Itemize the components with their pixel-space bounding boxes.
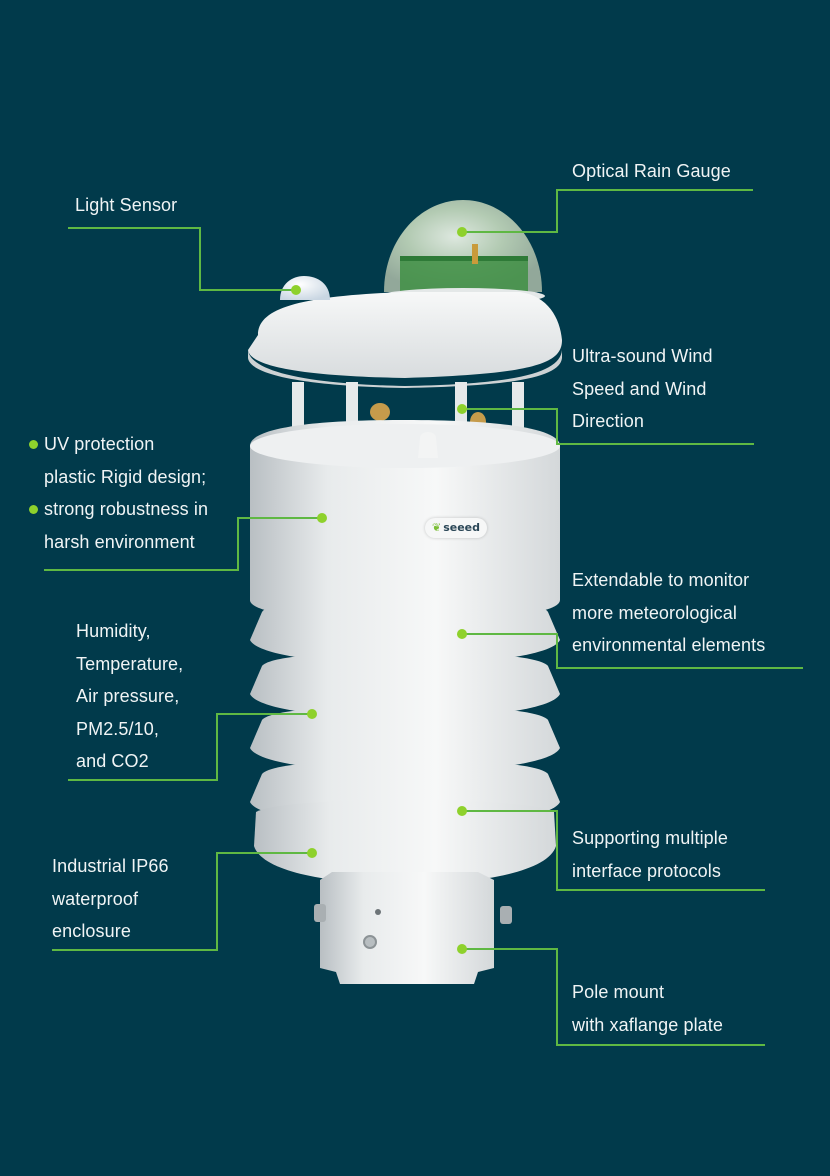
main-body [250,420,560,620]
callout-uv-protection: UV protection plastic Rigid design; stro… [29,428,208,558]
top-cap [248,276,562,388]
rain-gauge-dome [381,200,545,304]
callout-pole-mount: Pole mount with xaflange plate [572,982,723,1035]
callout-ip66: Industrial IP66 waterproof enclosure [52,856,169,941]
callout-optical-rain-gauge: Optical Rain Gauge [572,161,731,181]
callout-sensors: Humidity, Temperature, Air pressure, PM2… [76,621,184,771]
brand-badge: ❦seeed [425,518,487,538]
callout-extendable: Extendable to monitor more meteorologica… [572,570,766,655]
callout-light-sensor: Light Sensor [75,195,178,215]
callout-lines [44,189,803,1046]
leaf-icon: ❦ [431,521,442,534]
bullet-dot [29,505,38,514]
radiation-shield [250,596,560,884]
callout-interface: Supporting multiple interface protocols [572,828,728,881]
callout-wind: Ultra-sound Wind Speed and Wind Directio… [572,346,713,431]
bullet-dot [29,440,38,449]
pole-mount [314,872,512,984]
callout-dots [291,227,467,954]
